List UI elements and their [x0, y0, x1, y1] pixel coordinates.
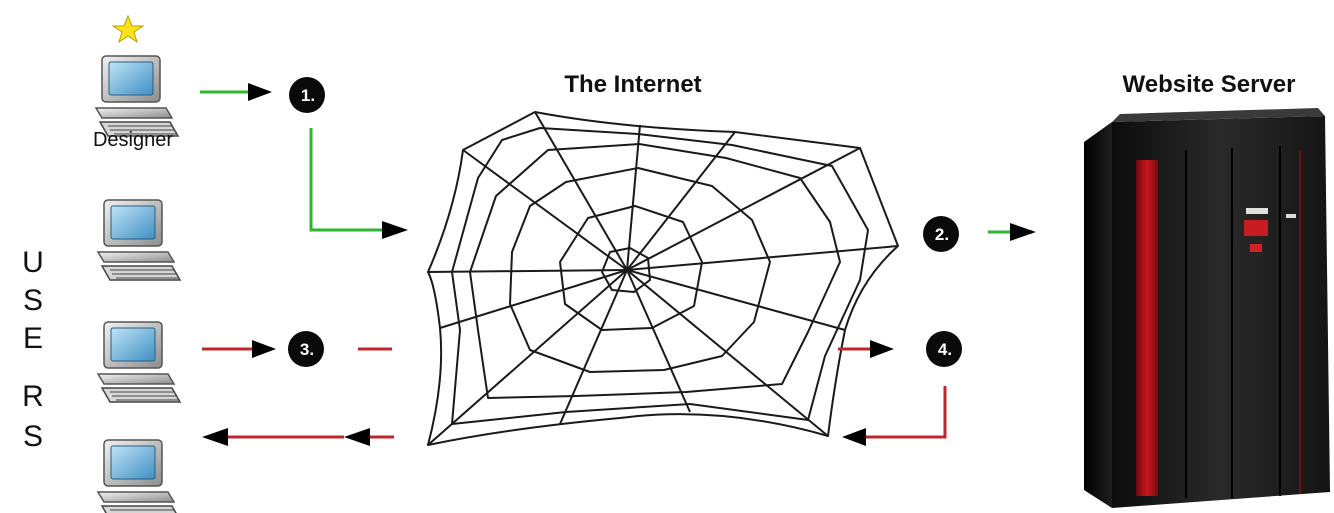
step-label: 4. — [938, 340, 952, 359]
arrow-step1-to-internet — [311, 128, 384, 230]
user-computer-icon — [98, 440, 180, 513]
arrowhead-icon — [252, 340, 276, 358]
server-title: Website Server — [1123, 71, 1296, 98]
internet-title: The Internet — [564, 71, 701, 98]
users-letter: E — [23, 322, 43, 355]
server-tower-icon — [1084, 108, 1330, 508]
arrowhead-icon — [248, 83, 272, 101]
designer-label: Designer — [93, 129, 173, 151]
step-label: 2. — [935, 225, 949, 244]
step-label: 3. — [300, 340, 314, 359]
designer-computer-icon — [96, 56, 178, 136]
step-marker-1: 1. — [289, 77, 325, 113]
arrowhead-icon — [842, 428, 866, 446]
step-marker-2: 2. — [923, 216, 959, 252]
step-label: 1. — [301, 86, 315, 105]
upload-arrows — [200, 83, 1036, 241]
users-letter: S — [23, 284, 43, 317]
step-marker-3: 3. — [288, 331, 324, 367]
arrow-step4-to-internet — [864, 386, 945, 437]
arrowhead-icon — [1010, 223, 1036, 241]
designer-star-icon — [113, 16, 143, 42]
step-marker-4: 4. — [926, 331, 962, 367]
users-letter: U — [22, 246, 44, 279]
arrowhead-icon — [870, 340, 894, 358]
users-letter: R — [22, 380, 44, 413]
spider-web-icon — [428, 112, 898, 445]
arrowhead-icon — [382, 221, 408, 239]
arrowhead-icon — [202, 428, 228, 446]
arrowhead-icon — [344, 428, 370, 446]
user-computer-icon — [98, 200, 180, 280]
users-letter: S — [23, 420, 43, 453]
user-computer-icon — [98, 322, 180, 402]
users-label: U S E R S — [22, 246, 44, 453]
